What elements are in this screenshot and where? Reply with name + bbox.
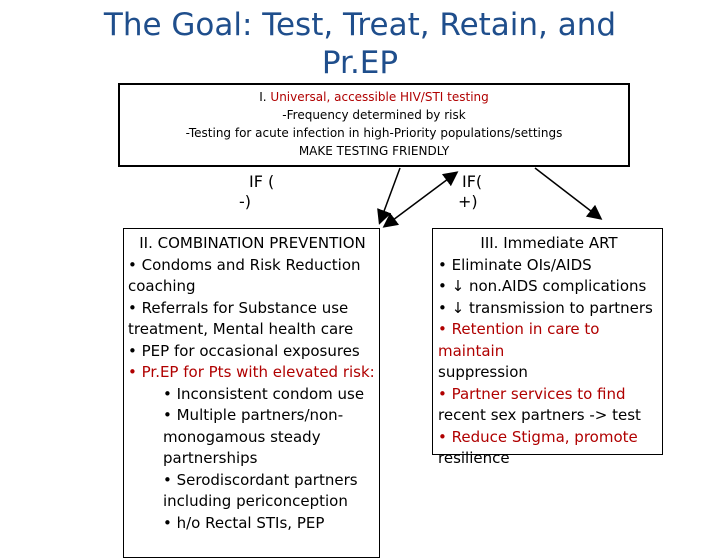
title-line-1: The Goal: Test, Treat, Retain, and xyxy=(103,7,617,43)
testing-line: -Frequency determined by risk xyxy=(282,108,466,122)
testing-heading-text: Universal, accessible HIV/STI testing xyxy=(270,90,489,104)
art-item-red: • Partner services to find xyxy=(438,384,626,403)
testing-box: I. Universal, accessible HIV/STI testing… xyxy=(118,83,630,167)
if-positive-label: IF( +) xyxy=(456,172,516,212)
combination-prevention-box: II. COMBINATION PREVENTION • Condoms and… xyxy=(123,228,380,558)
arrows-layer xyxy=(377,167,603,228)
art-item: • ↓ transmission to partners xyxy=(438,298,653,317)
prep-sub-item: • Serodiscordant partners xyxy=(163,470,358,489)
prep-sub-item: • Inconsistent condom use xyxy=(163,384,365,403)
art-item: • ↓ non.AIDS complications xyxy=(438,277,647,295)
prevention-item: • Condoms and Risk Reduction xyxy=(128,255,361,274)
art-item: • Eliminate OIs/AIDS xyxy=(438,255,592,274)
art-item-red: • Retention in care to maintain xyxy=(438,320,600,360)
art-item: resilience xyxy=(438,449,510,467)
arrow-bidirectional xyxy=(382,171,459,228)
if-negative-line-2: -) xyxy=(239,192,252,211)
prep-sub-item: including periconception xyxy=(163,492,348,510)
if-negative-line-1: IF ( xyxy=(249,172,275,191)
prevention-item: treatment, Mental health care xyxy=(128,320,354,338)
art-item-red: • Reduce Stigma, promote xyxy=(438,427,638,446)
testing-line: -Testing for acute infection in high-Pri… xyxy=(185,126,563,140)
prevention-item: coaching xyxy=(128,277,196,295)
prevention-heading: II. COMBINATION PREVENTION xyxy=(139,234,366,252)
immediate-art-box: III. Immediate ART • Eliminate OIs/AIDS … xyxy=(432,228,663,467)
slide-title: The Goal: Test, Treat, Retain, and Pr.EP xyxy=(100,6,620,82)
prevention-item: • PEP for occasional exposures xyxy=(128,341,360,360)
if-negative-label: IF ( -) xyxy=(235,172,295,212)
title-line-2: Pr.EP xyxy=(321,45,399,81)
testing-numeral: I. xyxy=(259,90,271,104)
art-heading: III. Immediate ART xyxy=(480,234,618,252)
testing-line: MAKE TESTING FRIENDLY xyxy=(298,144,450,158)
art-item: recent sex partners -> test xyxy=(438,406,641,424)
prep-sub-item: partnerships xyxy=(163,449,258,467)
if-positive-line-2: +) xyxy=(458,192,478,211)
prep-item: • Pr.EP for Pts with elevated risk: xyxy=(128,363,375,381)
prevention-item: • Referrals for Substance use xyxy=(128,298,349,317)
prep-sub-item: monogamous steady xyxy=(163,427,321,446)
if-positive-line-1: IF( xyxy=(462,172,483,191)
prep-sub-item: • Multiple partners/non- xyxy=(163,406,344,424)
testing-heading: I. Universal, accessible HIV/STI testing xyxy=(120,88,628,106)
arrow-to-art xyxy=(534,167,603,220)
prep-sub-item: • h/o Rectal STIs, PEP xyxy=(163,513,325,532)
arrow-to-prevention xyxy=(377,167,401,225)
art-item: suppression xyxy=(438,363,528,381)
